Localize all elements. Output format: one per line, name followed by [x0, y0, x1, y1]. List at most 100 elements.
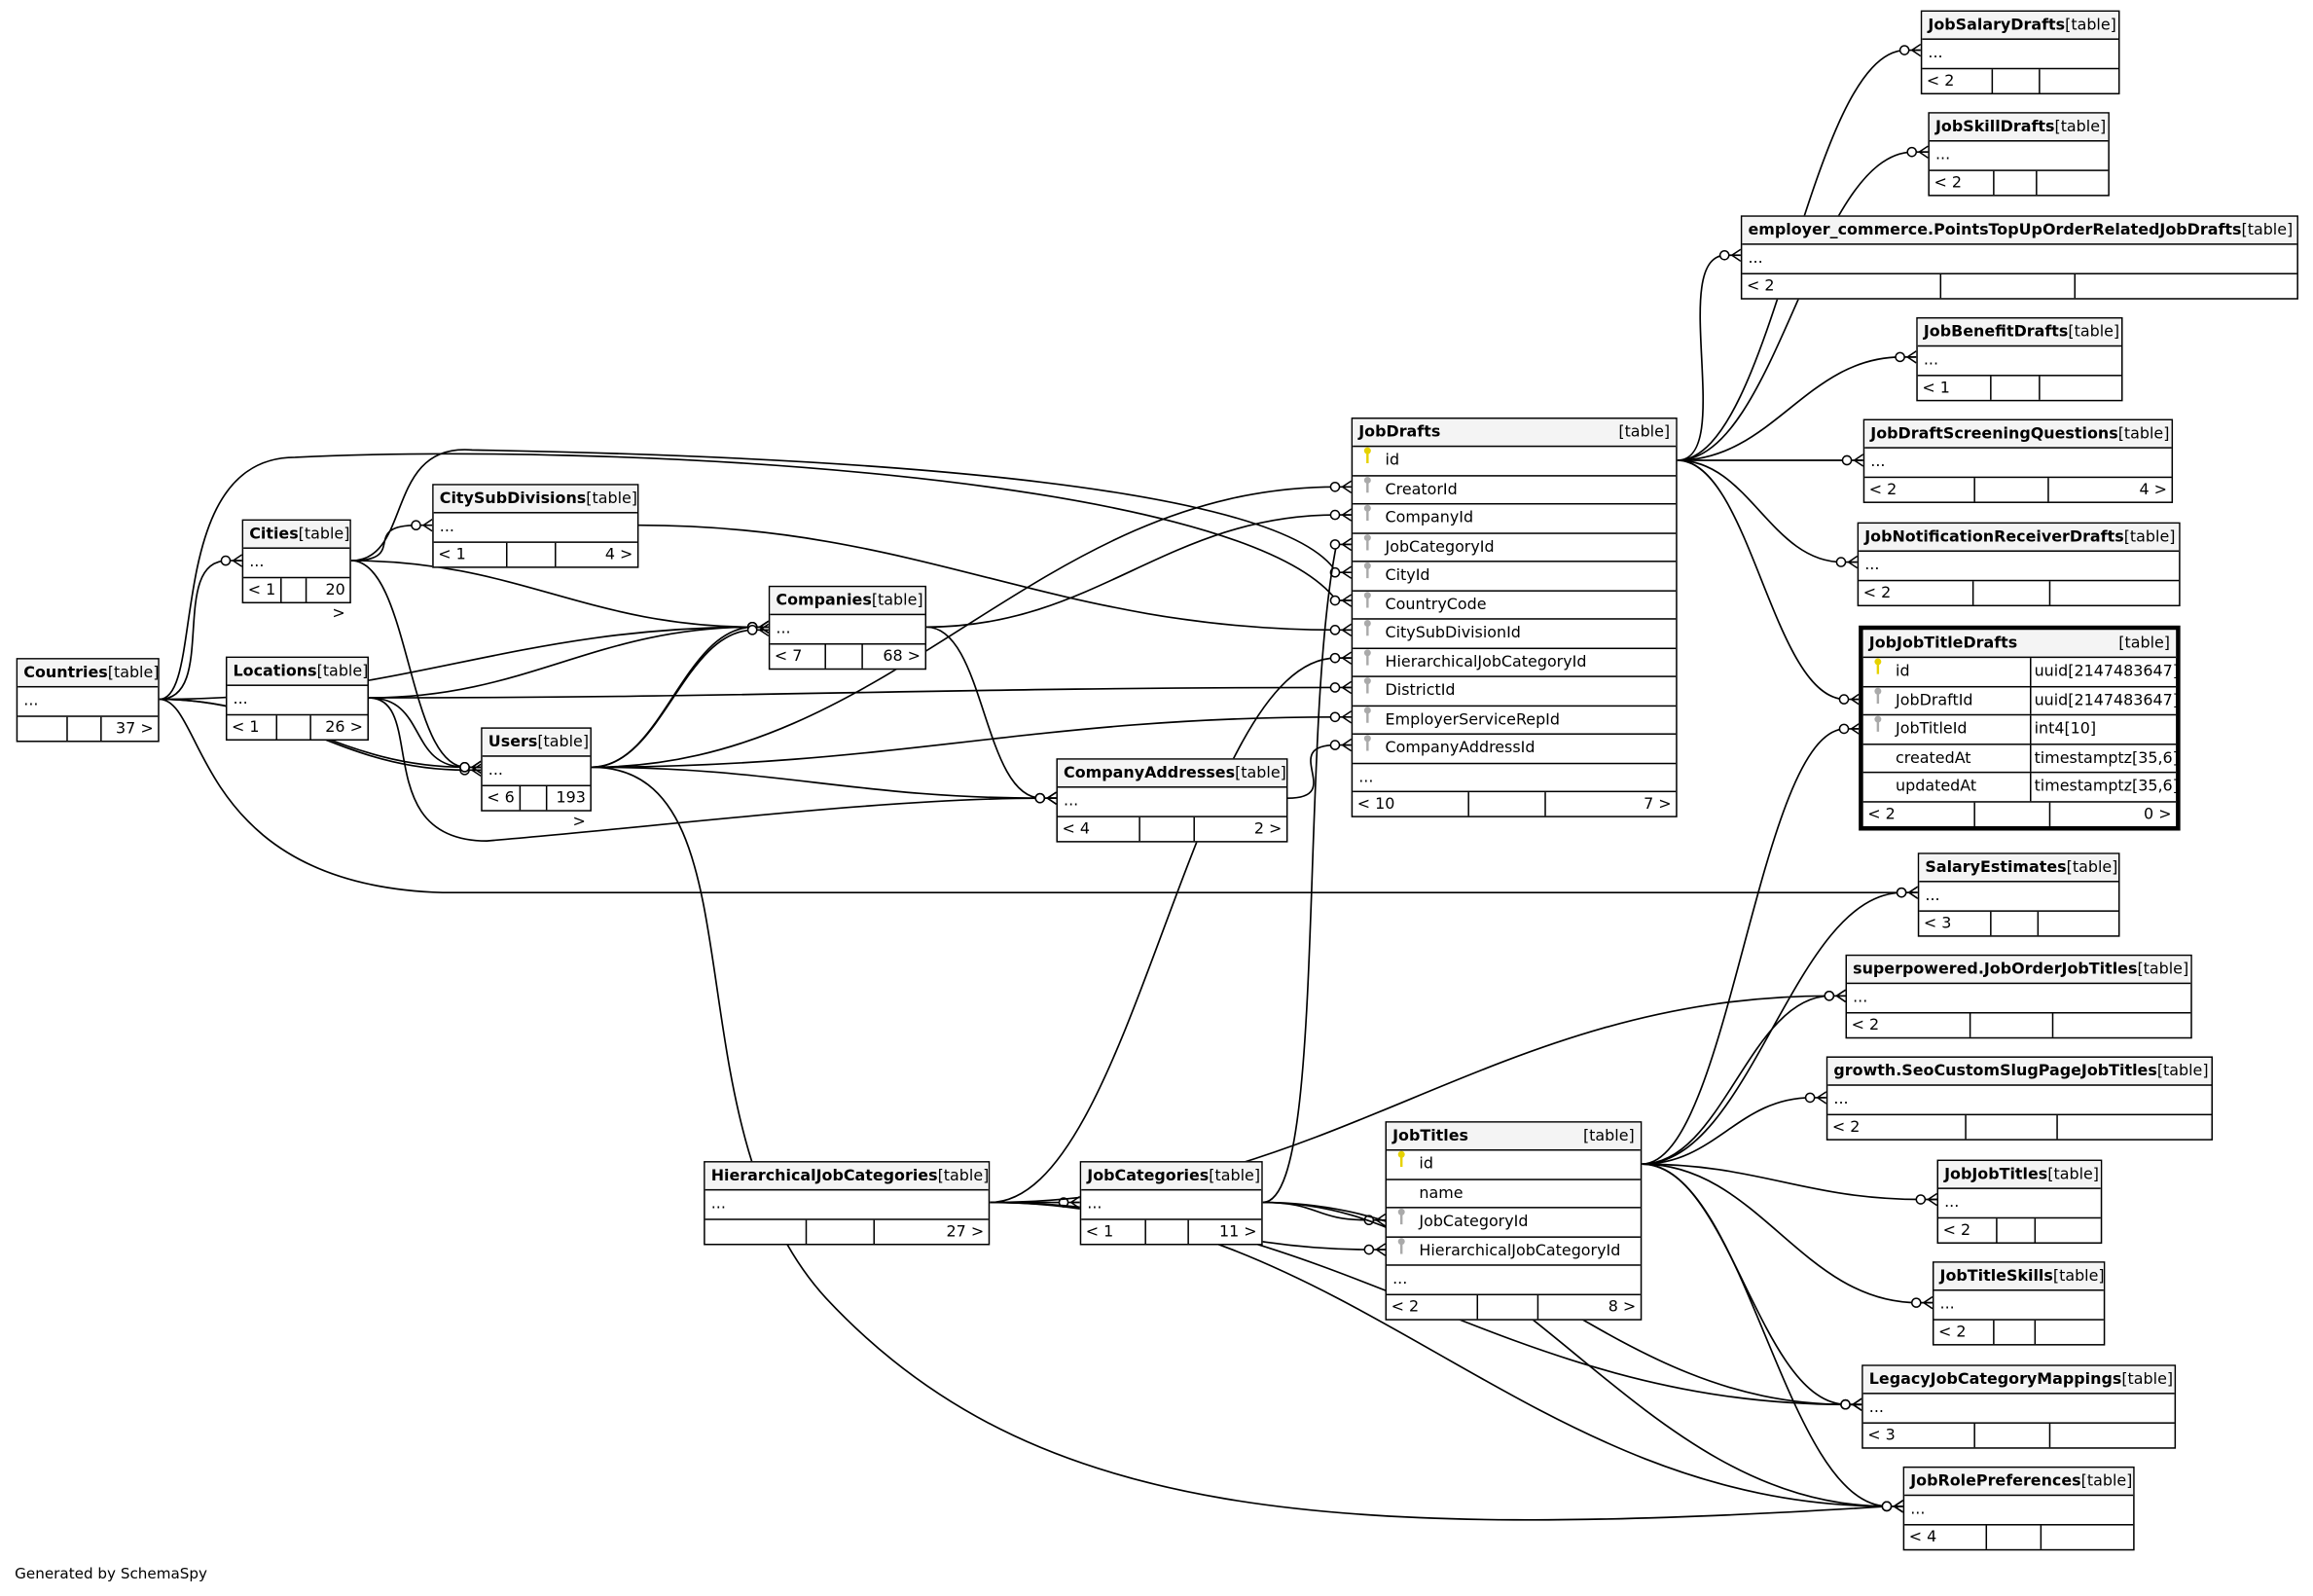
table-header[interactable]: JobTitles[table] — [1387, 1122, 1641, 1151]
relationship-line — [1642, 1163, 1862, 1406]
column-row[interactable]: ... — [482, 757, 591, 786]
table-name: CitySubDivisions — [439, 490, 587, 508]
column-row[interactable]: ... — [243, 549, 350, 578]
column-row[interactable]: ... — [1934, 1291, 2104, 1321]
column-row[interactable]: ... — [1917, 346, 2122, 376]
column-row[interactable]: CitySubDivisionId — [1353, 620, 1677, 649]
table-header[interactable]: growth.SeoCustomSlugPageJobTitles[table] — [1827, 1057, 2212, 1086]
column-row[interactable]: ... — [1827, 1086, 2212, 1115]
table-header[interactable]: JobNotificationReceiverDrafts[table] — [1859, 524, 2180, 552]
table-header[interactable]: JobSkillDrafts[table] — [1929, 113, 2109, 142]
table-header[interactable]: JobSalaryDrafts[table] — [1922, 12, 2118, 40]
column-row[interactable]: ... — [1742, 245, 2297, 274]
column-row[interactable]: HierarchicalJobCategoryId — [1387, 1237, 1641, 1266]
table-header[interactable]: JobRolePreferences[table] — [1904, 1468, 2134, 1497]
table-header[interactable]: Users[table] — [482, 728, 591, 757]
table-header[interactable]: superpowered.JobOrderJobTitles[table] — [1847, 956, 2191, 985]
column-row[interactable]: JobCategoryId — [1387, 1208, 1641, 1238]
table-legacy-job-category-mappings[interactable]: LegacyJobCategoryMappings[table]...< 3 — [1861, 1364, 2177, 1448]
column-row[interactable]: JobCategoryId — [1353, 533, 1677, 562]
column-row[interactable]: ... — [1919, 883, 2118, 912]
column-row[interactable]: ... — [705, 1190, 989, 1219]
column-cell: HierarchicalJobCategoryId — [1387, 1237, 1641, 1264]
table-employer-commerce-points-top-up-order-related-job-drafts[interactable]: employer_commerce.PointsTopUpOrderRelate… — [1740, 215, 2298, 299]
table-superpowered-job-order-job-titles[interactable]: superpowered.JobOrderJobTitles[table]...… — [1845, 954, 2192, 1038]
table-header[interactable]: Countries[table] — [18, 659, 159, 688]
column-row[interactable]: ... — [433, 514, 637, 543]
column-row[interactable]: CompanyId — [1353, 504, 1677, 534]
column-row[interactable]: CreatorId — [1353, 476, 1677, 505]
column-row[interactable]: CityId — [1353, 562, 1677, 592]
column-row[interactable]: ... — [1387, 1266, 1641, 1295]
column-row[interactable]: DistrictId — [1353, 677, 1677, 707]
column-row[interactable]: ... — [770, 615, 925, 644]
column-cell: CitySubDivisionId — [1353, 620, 1676, 647]
table-job-notification-receiver-drafts[interactable]: JobNotificationReceiverDrafts[table]...<… — [1857, 522, 2181, 606]
table-salary-estimates[interactable]: SalaryEstimates[table]...< 3 — [1917, 852, 2120, 936]
table-hierarchical-job-categories[interactable]: HierarchicalJobCategories[table]...27 > — [704, 1161, 991, 1245]
column-row[interactable]: name — [1387, 1179, 1641, 1209]
column-row[interactable]: ... — [1353, 764, 1677, 793]
column-row[interactable]: ... — [1864, 449, 2172, 478]
column-row[interactable]: ... — [1081, 1190, 1262, 1219]
table-header[interactable]: JobBenefitDrafts[table] — [1917, 318, 2122, 347]
table-header[interactable]: JobDrafts[table] — [1353, 418, 1677, 448]
table-header[interactable]: Cities[table] — [243, 521, 349, 549]
parents-count: < 1 — [243, 577, 282, 601]
column-row[interactable]: ... — [1847, 984, 2191, 1013]
table-header[interactable]: HierarchicalJobCategories[table] — [705, 1162, 989, 1191]
column-row[interactable]: ... — [1904, 1496, 2134, 1525]
table-growth-seo-custom-slug-page-job-titles[interactable]: growth.SeoCustomSlugPageJobTitles[table]… — [1825, 1056, 2213, 1141]
table-job-role-preferences[interactable]: JobRolePreferences[table]...< 4 — [1902, 1466, 2135, 1550]
table-job-salary-drafts[interactable]: JobSalaryDrafts[table]...< 2 — [1920, 10, 2120, 94]
table-header[interactable]: Companies[table] — [770, 587, 925, 616]
table-header[interactable]: JobJobTitleDrafts[table] — [1862, 630, 2177, 659]
column-row[interactable]: ... — [1862, 1395, 2175, 1424]
table-header[interactable]: Locations[table] — [227, 658, 368, 686]
column-row[interactable]: ... — [1929, 142, 2109, 171]
column-row[interactable]: EmployerServiceRepId — [1353, 706, 1677, 735]
table-job-job-titles[interactable]: JobJobTitles[table]...< 2 — [1936, 1159, 2103, 1244]
table-job-benefit-drafts[interactable]: JobBenefitDrafts[table]...< 1 — [1916, 316, 2123, 401]
table-header[interactable]: CompanyAddresses[table] — [1057, 759, 1286, 788]
table-header[interactable]: SalaryEstimates[table] — [1919, 853, 2118, 883]
column-row[interactable]: ... — [1859, 552, 2180, 581]
table-header[interactable]: JobJobTitles[table] — [1938, 1161, 2101, 1189]
column-row[interactable]: CountryCode — [1353, 591, 1677, 620]
table-countries[interactable]: Countries[table]...37 > — [16, 658, 160, 742]
column-row[interactable]: ... — [1922, 40, 2118, 69]
column-row[interactable]: HierarchicalJobCategoryId — [1353, 648, 1677, 677]
table-header[interactable]: CitySubDivisions[table] — [433, 485, 637, 514]
column-row[interactable]: ... — [18, 687, 159, 717]
table-header[interactable]: LegacyJobCategoryMappings[table] — [1862, 1365, 2175, 1395]
table-job-title-skills[interactable]: JobTitleSkills[table]...< 2 — [1932, 1261, 2106, 1345]
column-row[interactable]: ... — [227, 686, 368, 715]
table-job-skill-drafts[interactable]: JobSkillDrafts[table]...< 2 — [1928, 112, 2110, 196]
column-row[interactable]: CompanyAddressId — [1353, 735, 1677, 764]
column-row[interactable]: ... — [1938, 1189, 2101, 1218]
table-header[interactable]: JobTitleSkills[table] — [1934, 1262, 2105, 1291]
column-row[interactable]: id — [1353, 447, 1677, 476]
parents-count — [18, 716, 69, 741]
table-header[interactable]: employer_commerce.PointsTopUpOrderRelate… — [1742, 216, 2297, 245]
table-header[interactable]: JobDraftScreeningQuestions[table] — [1864, 420, 2172, 449]
column-row[interactable]: id — [1387, 1150, 1641, 1180]
table-header[interactable]: JobCategories[table] — [1081, 1162, 1262, 1191]
column-row[interactable]: ... — [1057, 788, 1286, 817]
